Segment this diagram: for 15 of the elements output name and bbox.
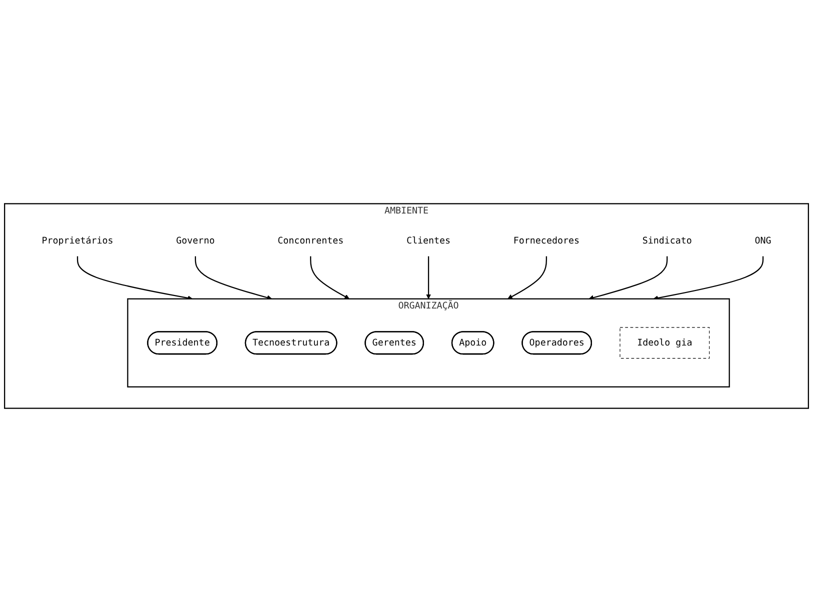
arrow — [426, 256, 432, 300]
node-text: Conconrentes — [278, 234, 344, 246]
arrow — [588, 256, 668, 300]
arrow — [310, 256, 350, 300]
arrow — [76, 256, 193, 300]
node-box: Ideolo gia — [620, 327, 710, 359]
arrow — [194, 256, 272, 300]
node-text: Proprietários — [42, 234, 114, 246]
node-text: Fornecedores — [513, 234, 580, 246]
node-text: Sindicato — [642, 234, 692, 246]
arrow — [653, 256, 764, 300]
node-text: ONG — [754, 234, 772, 246]
arrow — [508, 256, 548, 300]
node-text: Governo — [176, 234, 215, 246]
node-text: Clientes — [406, 234, 451, 246]
